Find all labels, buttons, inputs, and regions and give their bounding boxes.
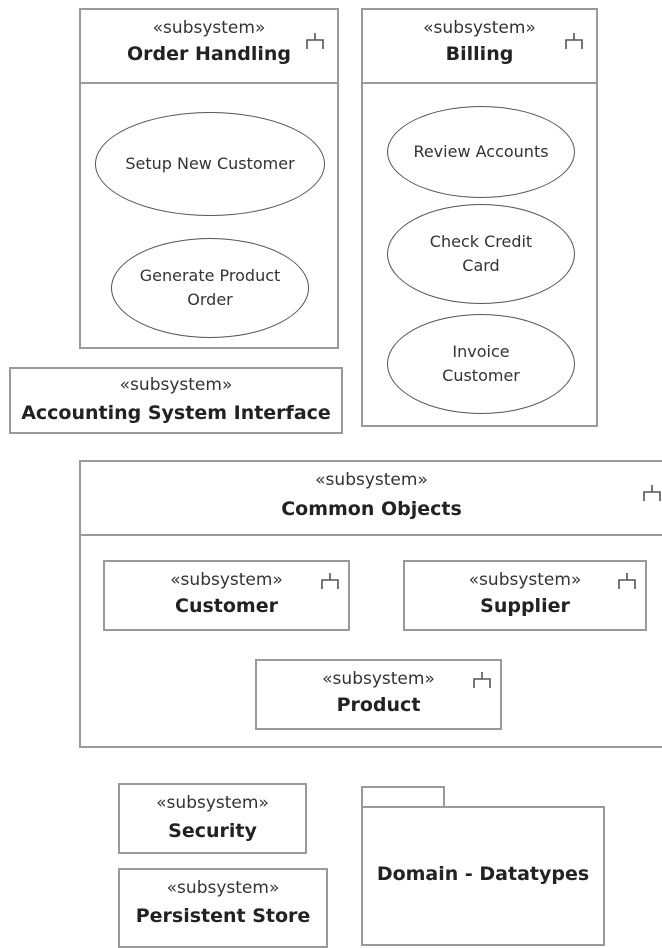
subsystem-header: «subsystem» Common Objects	[81, 462, 662, 536]
subsystem-name: Supplier	[480, 595, 570, 617]
subsystem-name: Product	[336, 694, 421, 716]
stereotype-label: «subsystem»	[468, 570, 582, 590]
use-case-invoice-customer[interactable]: Invoice Customer	[387, 314, 575, 414]
subsystem-name: Security	[168, 820, 257, 842]
subsystem-accounting-system-interface[interactable]: «subsystem» Accounting System Interface	[9, 367, 343, 434]
stereotype-label: «subsystem»	[423, 18, 536, 38]
stereotype-label: «subsystem»	[156, 793, 269, 813]
use-case-review-accounts[interactable]: Review Accounts	[387, 106, 575, 198]
stereotype-label: «subsystem»	[152, 18, 266, 38]
subsystem-header: «subsystem» Billing	[363, 10, 596, 84]
subsystem-security[interactable]: «subsystem» Security	[118, 783, 307, 854]
subsystem-name: Persistent Store	[135, 905, 311, 927]
use-case-check-credit-card[interactable]: Check Credit Card	[387, 204, 575, 304]
subsystem-name: Accounting System Interface	[21, 402, 331, 424]
package-name: Domain - Datatypes	[376, 863, 590, 885]
subsystem-common-objects[interactable]: «subsystem» Common Objects «subsystem» C…	[79, 460, 662, 748]
subsystem-icon	[643, 485, 661, 501]
use-case-setup-new-customer[interactable]: Setup New Customer	[95, 112, 325, 216]
stereotype-label: «subsystem»	[119, 375, 233, 395]
subsystem-order-handling[interactable]: «subsystem» Order Handling Setup New Cus…	[79, 8, 339, 349]
subsystem-name: Billing	[445, 43, 514, 65]
subsystem-name: Common Objects	[281, 498, 462, 520]
subsystem-icon	[321, 573, 339, 589]
subsystem-product[interactable]: «subsystem» Product	[255, 659, 502, 730]
subsystem-header: «subsystem» Order Handling	[81, 10, 337, 84]
stereotype-label: «subsystem»	[315, 470, 428, 490]
subsystem-icon	[306, 33, 324, 49]
subsystem-name: Customer	[175, 595, 278, 617]
subsystem-supplier[interactable]: «subsystem» Supplier	[403, 560, 647, 631]
subsystem-icon	[473, 672, 491, 688]
package-domain-datatypes[interactable]: Domain - Datatypes	[361, 806, 605, 946]
subsystem-persistent-store[interactable]: «subsystem» Persistent Store	[118, 868, 328, 948]
stereotype-label: «subsystem»	[170, 570, 283, 590]
subsystem-icon	[565, 33, 583, 49]
use-case-generate-product-order[interactable]: Generate Product Order	[111, 238, 309, 338]
subsystem-billing[interactable]: «subsystem» Billing Review Accounts Chec…	[361, 8, 598, 427]
subsystem-name: Order Handling	[127, 43, 291, 65]
package-tab	[361, 786, 445, 808]
stereotype-label: «subsystem»	[322, 669, 435, 689]
subsystem-customer[interactable]: «subsystem» Customer	[103, 560, 350, 631]
stereotype-label: «subsystem»	[166, 878, 280, 898]
subsystem-icon	[618, 573, 636, 589]
